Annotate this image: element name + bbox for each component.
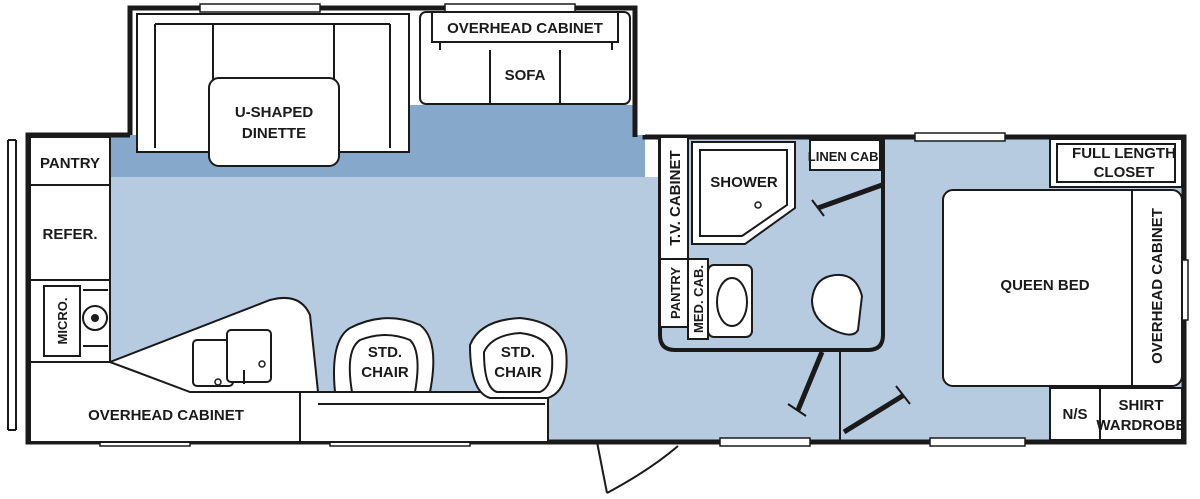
shower-stall bbox=[691, 141, 796, 245]
std-chair-2-label-line1: STD. bbox=[501, 344, 535, 361]
overhead-cabinet-top-label: OVERHEAD CABINET bbox=[447, 20, 603, 37]
std-chair-2-label-line2: CHAIR bbox=[494, 364, 542, 381]
hall-doors bbox=[787, 351, 911, 440]
med-cab-label: MED. CAB. bbox=[691, 265, 706, 333]
closet-label-line2: CLOSET bbox=[1094, 164, 1155, 181]
shirt-wardrobe bbox=[1099, 387, 1183, 441]
std-chair-1-label-line1: STD. bbox=[368, 344, 402, 361]
std-chair-1: STD. CHAIR bbox=[333, 317, 435, 393]
closet-label-line1: FULL LENGTH bbox=[1072, 145, 1176, 162]
bedroom: FULL LENGTH CLOSET QUEEN BED OVERHEAD CA… bbox=[942, 138, 1186, 441]
overhead-cabinet-bottom-label: OVERHEAD CABINET bbox=[88, 407, 244, 424]
micro-label: MICRO. bbox=[55, 298, 70, 345]
dinette-label-line1: U-SHAPED bbox=[235, 104, 314, 121]
exterior-walls bbox=[7, 5, 1187, 445]
sofa-area: OVERHEAD CABINET SOFA bbox=[419, 11, 631, 105]
linen-cabinet bbox=[809, 139, 881, 171]
ns-label: N/S bbox=[1062, 406, 1087, 423]
pantry-left-label: PANTRY bbox=[40, 155, 100, 172]
queen-bed bbox=[942, 189, 1183, 387]
queen-bed-label: QUEEN BED bbox=[1000, 277, 1089, 294]
u-shaped-dinette: U-SHAPED DINETTE bbox=[136, 13, 410, 167]
refer-label: REFER. bbox=[42, 226, 97, 243]
bathroom: T.V. CABINET PANTRY MED. CAB. SHOWER LIN… bbox=[658, 136, 885, 352]
overhead-cabinet-right-label: OVERHEAD CABINET bbox=[1149, 208, 1166, 364]
kitchen: PANTRY REFER. MICRO. OVERHEAD CABINET bbox=[29, 136, 320, 443]
microwave bbox=[43, 285, 81, 357]
toilet bbox=[810, 274, 864, 336]
entry-door bbox=[596, 441, 679, 494]
shower-label: SHOWER bbox=[710, 174, 778, 191]
sofa-label: SOFA bbox=[505, 67, 546, 84]
slideout-floor-sofa bbox=[410, 105, 635, 140]
dinette-label-line2: DINETTE bbox=[242, 125, 306, 142]
lower-storage bbox=[299, 391, 549, 443]
std-chair-2: STD. CHAIR bbox=[468, 316, 568, 399]
wardrobe-label-line2: WARDROBE bbox=[1096, 417, 1185, 434]
refrigerator bbox=[29, 184, 111, 281]
tv-cabinet-label: T.V. CABINET bbox=[667, 150, 684, 245]
std-chair-1-label-line2: CHAIR bbox=[361, 364, 409, 381]
pantry-mid-label: PANTRY bbox=[668, 267, 683, 319]
wardrobe-label-line1: SHIRT bbox=[1119, 397, 1164, 414]
linen-cab-label: LINEN CAB. bbox=[808, 149, 882, 164]
